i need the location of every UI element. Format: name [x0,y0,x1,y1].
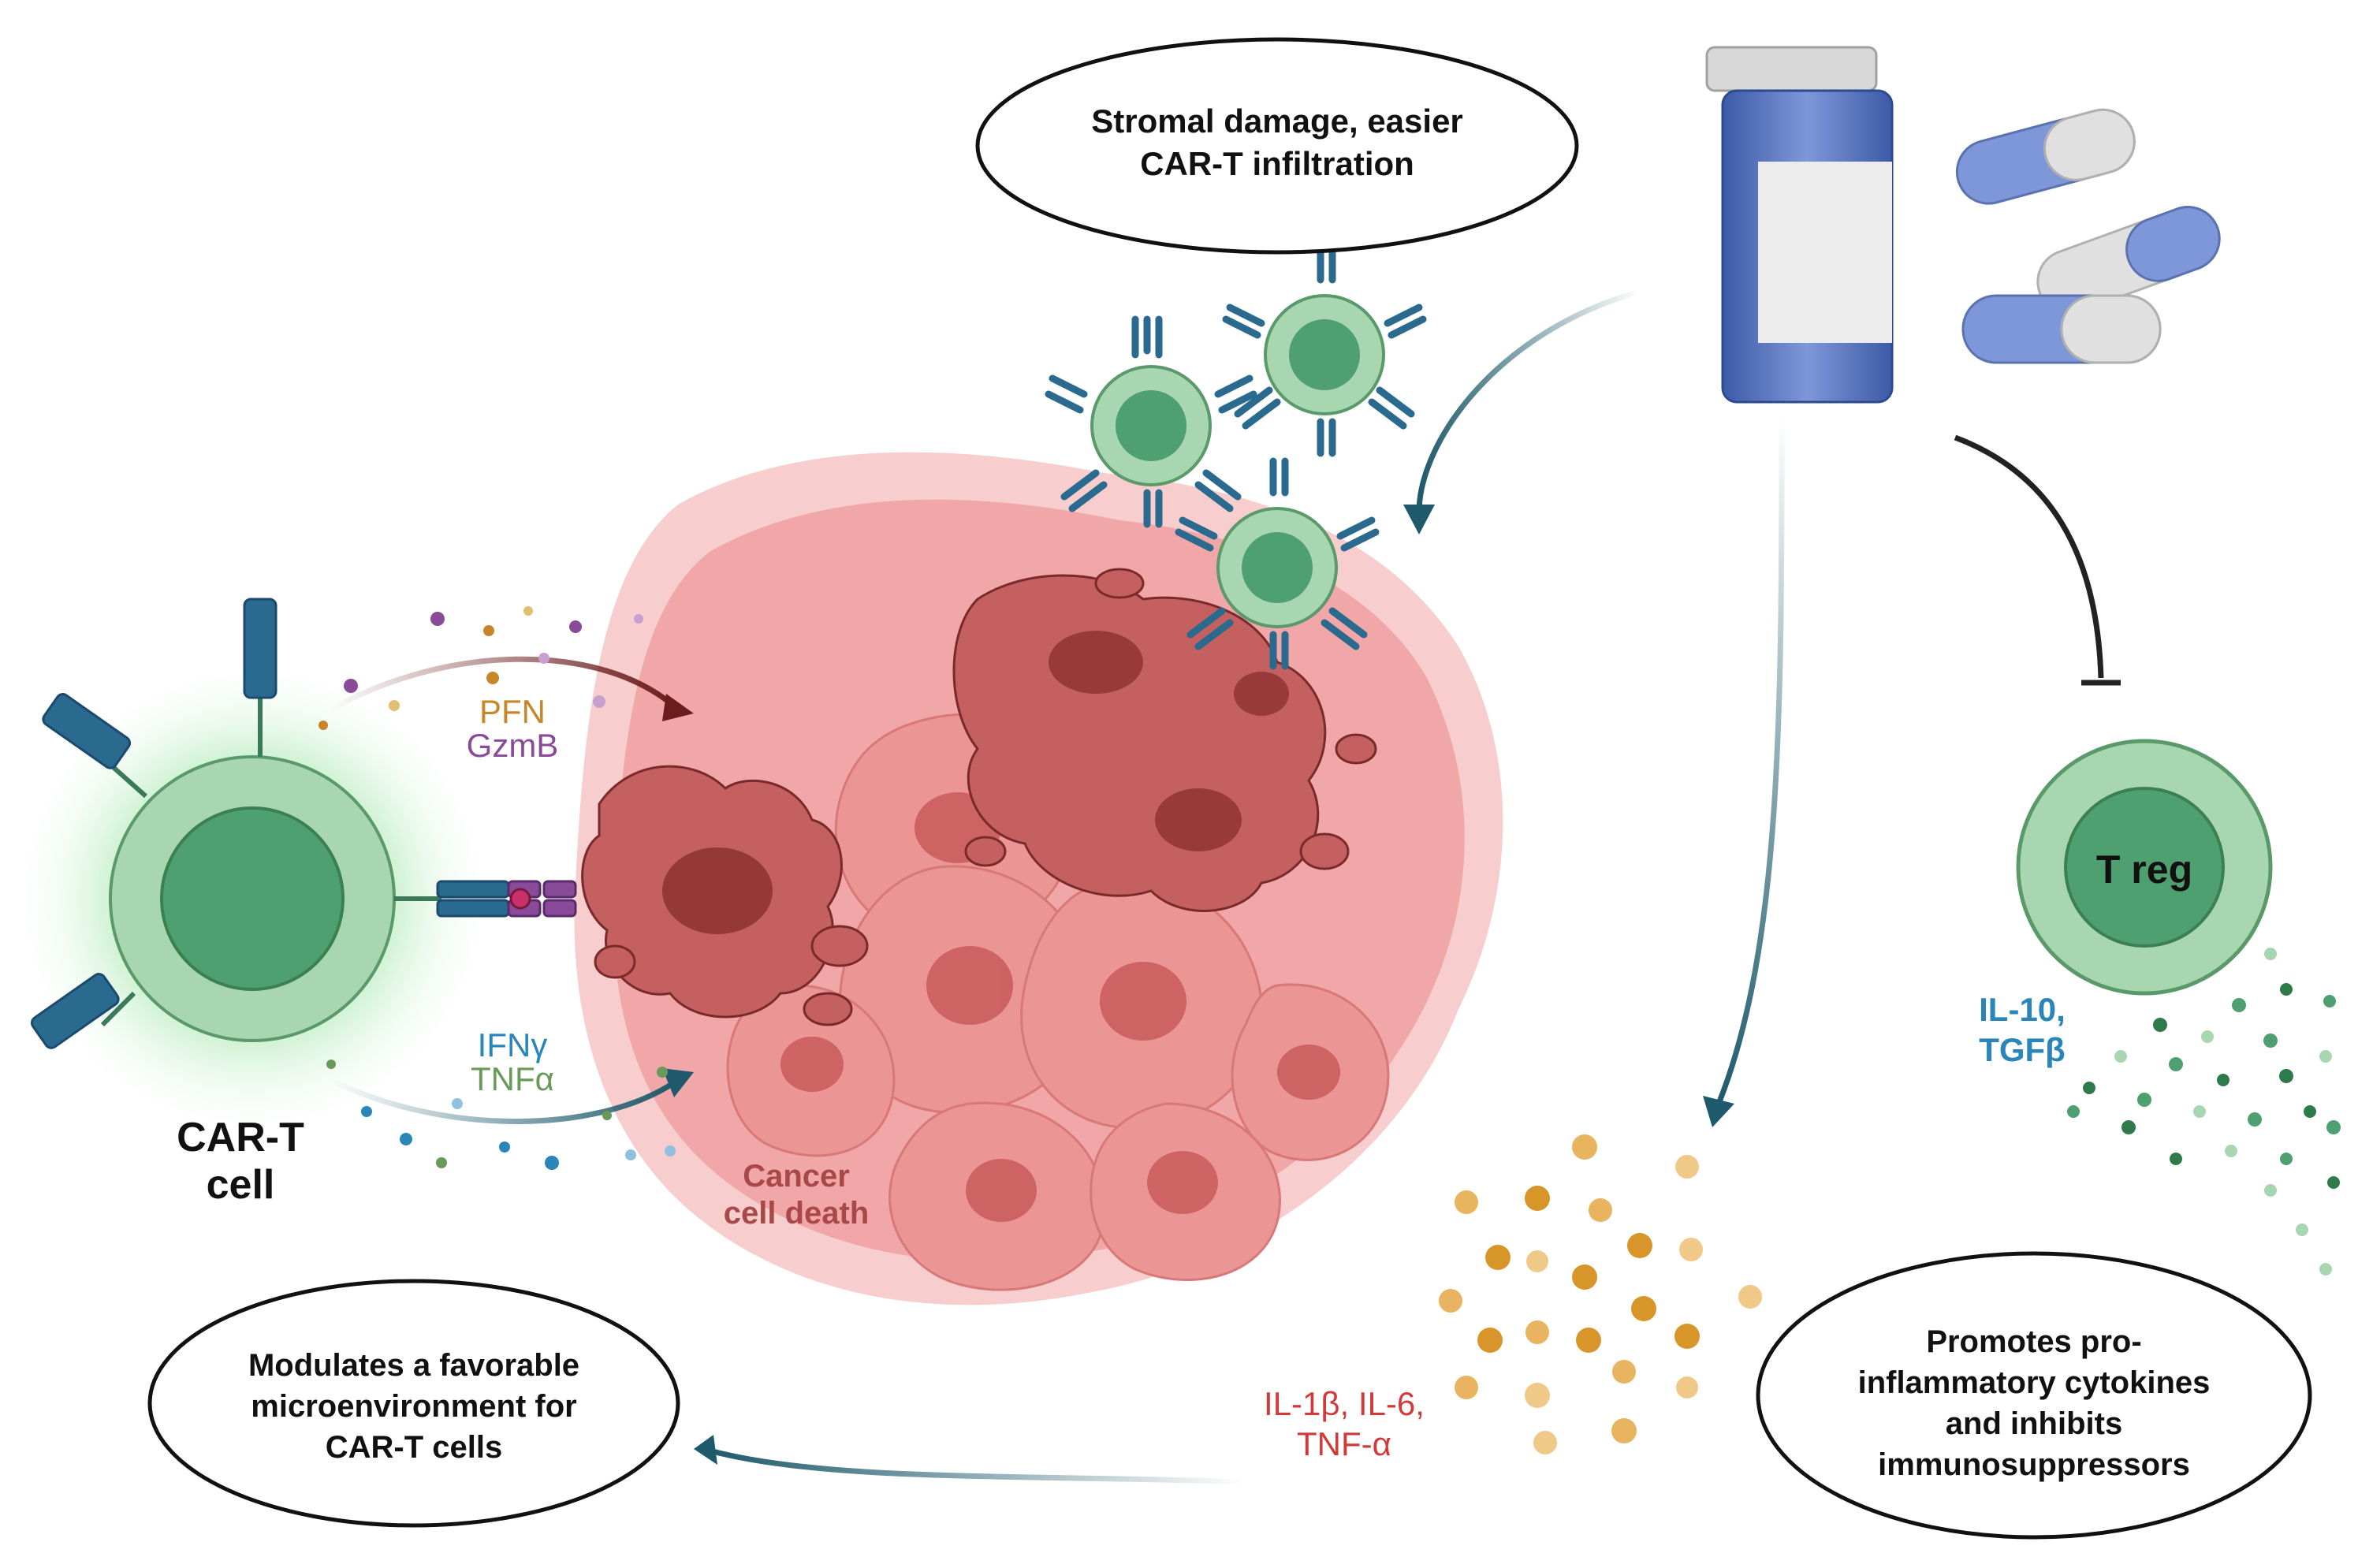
bubble-stromal-line-2: CAR-T infiltration [1140,145,1414,182]
arrow-drug-to-cytokines [1715,417,1785,1105]
arrow-inhibit-treg [1954,434,2104,679]
label-pfn: PFN [479,693,546,730]
tumor-mass [574,452,1503,1305]
label-il1b-line-2: TNF-α [1297,1425,1391,1462]
bubble-promotes-line-1: Promotes pro- [1926,1324,2141,1359]
arrow-ifn-tnf [330,1077,680,1124]
green-cytokine-dots [2067,948,2341,1276]
bubble-modulates-line-3: CAR-T cells [326,1430,503,1465]
label-cart-cell-line-1: CAR-T [177,1115,304,1160]
bubble-promotes-line-3: and inhibits [1946,1406,2122,1441]
label-il10-line-1: IL-10, [1979,991,2066,1028]
t-cell-small-2 [1264,294,1385,415]
bubble-promotes: Promotes pro- inflammatory cytokines and… [1756,1251,2312,1540]
arrows [330,289,2121,1485]
bubble-promotes-line-2: inflammatory cytokines [1858,1365,2211,1400]
bubble-stromal-line-1: Stromal damage, easier [1091,102,1463,140]
label-tnfa: TNFα [471,1060,554,1097]
treg-cell [2016,739,2273,996]
label-gzmb: GzmB [467,727,559,764]
bubble-modulates: Modulates a favorable microenvironment f… [147,1279,680,1528]
t-cell-small-1 [1090,365,1212,486]
arrow-drug-to-tumor [1416,289,1641,513]
label-cart-cell-line-2: cell [207,1162,275,1208]
t-cell-small-3 [1216,507,1338,628]
granule-dots-top [318,606,643,730]
bubble-modulates-line-1: Modulates a favorable [248,1348,579,1383]
arrow-to-modulates [709,1447,1246,1485]
cytokine-dots-bottom [326,1060,676,1170]
orange-cytokine-dots [1439,1134,1762,1454]
car-t-cell [8,654,497,1143]
car-receptors [30,598,577,1049]
label-il10-line-2: TGFβ [1979,1031,2066,1068]
label-il1b-line-1: IL-1β, IL-6, [1264,1385,1425,1422]
arrow-pfn-gzmb [330,656,680,713]
bubble-promotes-line-4: immunosuppressors [1878,1447,2190,1482]
capsules-icon [1955,108,2221,364]
label-cancer-death-line-2: cell death [724,1196,870,1231]
antibody-icons [1045,244,1427,670]
bubble-modulates-line-2: microenvironment for [251,1389,576,1424]
bubble-stromal-damage: Stromal damage, easier CAR-T infiltratio… [975,37,1579,255]
drug-bottle-icon [1705,46,1894,404]
label-treg: T reg [2096,847,2192,892]
infiltrating-t-cells [1045,244,1427,670]
label-ifng: IFNγ [478,1026,548,1063]
label-cancer-death-line-1: Cancer [743,1159,850,1194]
